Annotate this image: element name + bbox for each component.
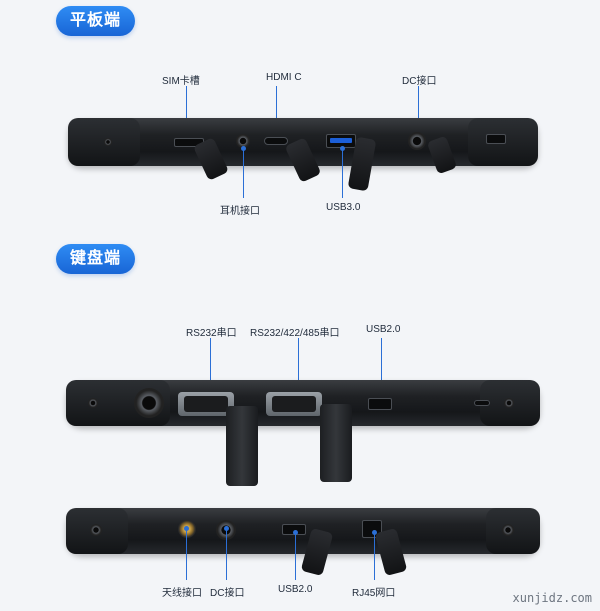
rs232-port[interactable] (178, 392, 234, 416)
leader-dc-tablet (418, 86, 419, 130)
label-sim-slot: SIM卡槽 (162, 76, 200, 87)
leader-dot-antenna (184, 526, 189, 531)
label-rs-multi: RS232/422/485串口 (250, 328, 340, 339)
usb2-port-top[interactable] (368, 398, 392, 410)
earphone-jack[interactable] (236, 134, 250, 148)
leader-usb3 (342, 150, 343, 198)
label-usb2-bottom: USB2.0 (278, 584, 313, 595)
leader-dot-dc-keyboard (224, 526, 229, 531)
label-usb2-top: USB2.0 (366, 324, 401, 335)
section-title-tablet: 平板端 (56, 6, 136, 36)
leader-hdmi (276, 86, 277, 130)
label-earphone: 耳机接口 (220, 206, 260, 217)
tablet-screw-left-icon (104, 138, 112, 146)
tablet-vent (486, 134, 506, 144)
leader-usb2-bottom (295, 532, 296, 580)
keyboard-top-body (66, 380, 540, 426)
leader-dc-keyboard (226, 528, 227, 580)
leader-dot-rj45 (372, 530, 377, 535)
leader-dot-earphone (241, 146, 246, 151)
kb-rs-multi-cover (320, 404, 352, 482)
kb-top-knob-icon (134, 388, 164, 418)
leader-usb2-top (381, 338, 382, 396)
label-dc-tablet: DC接口 (402, 76, 437, 87)
hdmi-port[interactable] (264, 137, 288, 145)
keyboard-bottom-body (66, 508, 540, 554)
label-hdmi: HDMI C (266, 72, 302, 83)
kb-top-screw-right-icon (504, 398, 514, 408)
dc-jack-tablet[interactable] (408, 132, 426, 150)
section-title-keyboard: 键盘端 (56, 244, 136, 274)
label-rj45: RJ45网口 (352, 588, 396, 599)
label-rs232: RS232串口 (186, 328, 237, 339)
kb-bot-screw-left-icon (90, 524, 102, 536)
leader-antenna (186, 528, 187, 580)
leader-sim (186, 86, 187, 130)
leader-dot-usb3 (340, 146, 345, 151)
leader-rs232 (210, 338, 211, 396)
usb3-tongue (330, 138, 352, 143)
kb-top-screw-left-icon (88, 398, 98, 408)
label-dc-keyboard: DC接口 (210, 588, 245, 599)
watermark: xunjidz.com (512, 591, 592, 605)
label-usb3: USB3.0 (326, 202, 361, 213)
kb-rs232-cover (226, 406, 258, 486)
leader-rj45 (374, 532, 375, 580)
kb-bot-screw-right-icon (502, 524, 514, 536)
rs-multi-port[interactable] (266, 392, 322, 416)
label-antenna: 天线接口 (162, 588, 202, 599)
leader-earphone (243, 150, 244, 198)
kb-top-vent (474, 400, 490, 406)
leader-dot-usb2-bottom (293, 530, 298, 535)
tablet-body (68, 118, 538, 166)
leader-rs-multi (298, 338, 299, 396)
